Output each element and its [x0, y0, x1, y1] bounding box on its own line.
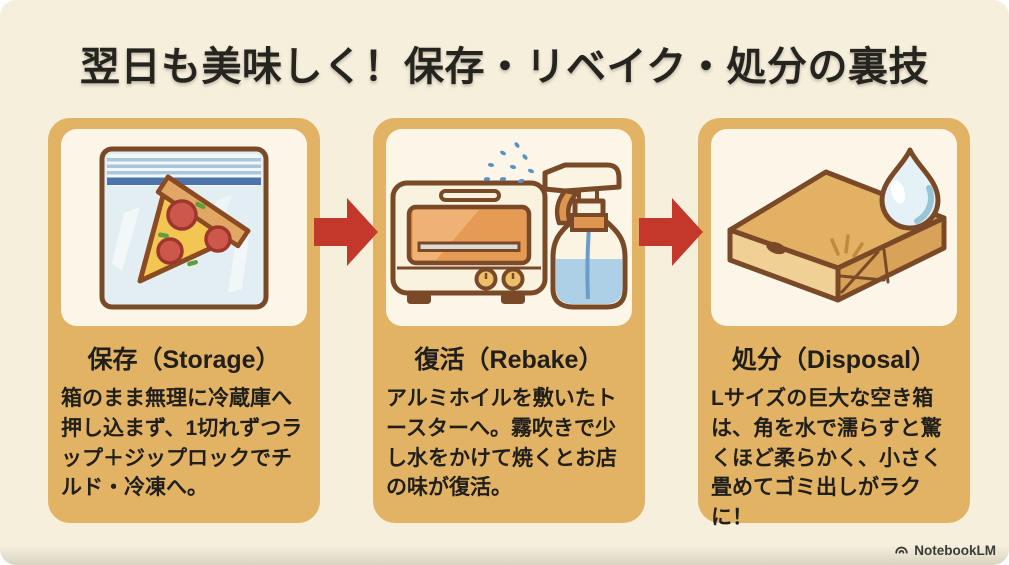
card-storage-illustration-panel [61, 129, 307, 326]
watermark: NotebookLM [894, 543, 996, 558]
card-storage-body: 箱のまま無理に冷蔵庫へ押し込まず、1切れずつラップ＋ジップロックでチルド・冷凍へ… [61, 387, 303, 500]
cards-row: 保存（Storage） 箱のまま無理に冷蔵庫へ押し込まず、1切れずつラップ＋ジッ… [48, 118, 970, 529]
flow-arrow-icon [314, 198, 378, 266]
card-disposal-title: 処分（Disposal） [731, 346, 937, 374]
notebooklm-logo-icon [895, 546, 908, 554]
card-disposal: 処分（Disposal） Lサイズの巨大な空き箱は、角を水で濡らすと驚くほど柔ら… [698, 118, 970, 529]
card-storage: 保存（Storage） 箱のまま無理に冷蔵庫へ押し込まず、1切れずつラップ＋ジッ… [48, 118, 320, 523]
card-disposal-illustration-panel [711, 129, 957, 326]
card-rebake-illustration-panel [386, 129, 632, 326]
card-rebake-body: アルミホイルを敷いたトースターへ。霧吹きで少し水をかけて焼くとお店の味が復活。 [386, 387, 617, 500]
card-storage-title: 保存（Storage） [87, 346, 281, 374]
pizza-slice-in-ziplock-bag-icon [99, 146, 269, 309]
toaster-oven-and-spray-bottle-icon [390, 141, 628, 309]
card-disposal-body: Lサイズの巨大な空き箱は、角を水で濡らすと驚くほど柔らかく、小さく畳めてゴミ出し… [711, 387, 942, 530]
pizza-box-with-water-drop-icon [727, 147, 947, 302]
card-rebake-title: 復活（Rebake） [414, 346, 604, 374]
flow-arrow-icon [639, 198, 703, 266]
page-title: 翌日も美味しく！保存・リベイク・処分の裏技 [80, 45, 929, 89]
card-rebake: 復活（Rebake） アルミホイルを敷いたトースターへ。霧吹きで少し水をかけて焼… [373, 118, 645, 523]
watermark-label: NotebookLM [914, 543, 996, 558]
